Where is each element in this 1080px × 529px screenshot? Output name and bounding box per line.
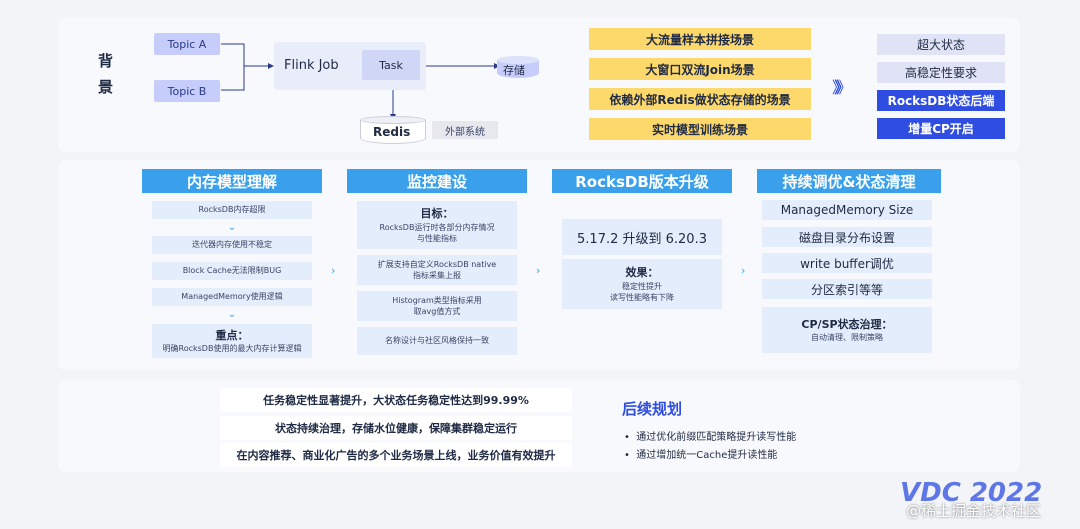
plan-item-1-text: 通过优化前缀匹配策略提升读写性能 — [636, 432, 797, 443]
memory-column-header: 内存模型理解 — [142, 169, 322, 193]
task-node: Task — [362, 50, 420, 80]
monitor-goal-title: 目标： — [420, 207, 454, 221]
monitor-item-1: 扩展支持自定义RocksDB native 指标采集上报 — [357, 255, 517, 285]
plan-title: 后续规划 — [622, 400, 683, 418]
scenario-3: 依赖外部Redis做状态存储的场景 — [589, 88, 811, 110]
storage-top — [497, 56, 539, 64]
redis-top — [360, 116, 426, 124]
task-label: Task — [379, 58, 403, 72]
watermark-text: @稀土掘金技术社区 — [906, 502, 1042, 520]
plan-item-1: • 通过优化前缀匹配策略提升读写性能 — [624, 428, 796, 443]
tuning-cp-title: CP/SP状态治理： — [801, 317, 893, 331]
arrow-right-icon: › — [536, 264, 541, 277]
chevron-arrows-icon: 》》》 — [832, 78, 852, 97]
bullet-icon: • — [624, 450, 637, 461]
upgrade-effect-text: 稳定性提升 读写性能略有下降 — [610, 281, 674, 302]
monitor-item-3: 名称设计与社区风格保持一致 — [357, 327, 517, 355]
result-3: 在内容推荐、商业化广告的多个业务场景上线，业务价值有效提升 — [220, 443, 572, 467]
chevron-down-icon: ⌄ — [227, 308, 237, 320]
redis-label: Redis — [373, 125, 411, 139]
storage-body — [497, 60, 539, 78]
result-1: 任务稳定性显著提升，大状态任务稳定性达到99.99% — [220, 388, 572, 412]
storage-label: 存储 — [503, 64, 525, 77]
storage-node: 存储 — [497, 56, 539, 80]
redis-node: Redis — [360, 116, 426, 144]
memory-item-3: Block Cache无法限制BUG — [152, 262, 312, 280]
memory-item-4: ManagedMemory使用逻辑 — [152, 288, 312, 306]
tuning-column-header: 持续调优&状态清理 — [757, 169, 941, 193]
chevron-down-icon: ⌄ — [227, 221, 237, 233]
scenario-2: 大窗口双流Join场景 — [589, 58, 811, 80]
flink-job-label: Flink Job — [284, 58, 339, 73]
upgrade-version-card: 5.17.2 升级到 6.20.3 — [562, 219, 722, 255]
monitor-goal-card: 目标： RocksDB运行时各部分内存情况 与性能指标 — [357, 201, 517, 249]
monitor-column-header: 监控建设 — [347, 169, 527, 193]
vdc-logo: VDC 2022 — [900, 478, 1043, 508]
tuning-cp-card: CP/SP状态治理： 自动清理、限制策略 — [762, 307, 932, 353]
topic-a-node: Topic A — [154, 33, 220, 55]
memory-key-title: 重点： — [215, 328, 249, 342]
memory-key-text: 明确RocksDB使用的最大内存计算逻辑 — [162, 344, 302, 354]
monitor-item-2: Histogram类型指标采用 取avg值方式 — [357, 291, 517, 321]
plan-item-2: • 通过增加统一Cache提升读性能 — [624, 446, 777, 461]
background-label: 背 景 — [98, 52, 114, 96]
external-system-tag: 外部系统 — [432, 121, 498, 139]
tuning-item-2: 磁盘目录分布设置 — [762, 227, 932, 247]
plan-item-2-text: 通过增加统一Cache提升读性能 — [636, 450, 778, 461]
scenario-1: 大流量样本拼接场景 — [589, 28, 811, 50]
arrow-right-icon: › — [331, 264, 336, 277]
memory-key-card: 重点： 明确RocksDB使用的最大内存计算逻辑 — [152, 324, 312, 358]
arrow-right-icon: › — [741, 264, 746, 277]
requirement-4: 增量CP开启 — [877, 118, 1005, 139]
scenario-4: 实时模型训练场景 — [589, 118, 811, 140]
requirement-3: RocksDB状态后端 — [877, 90, 1005, 111]
upgrade-effect-title: 效果： — [625, 266, 659, 280]
tuning-item-1: ManagedMemory Size — [762, 200, 932, 220]
topic-b-node: Topic B — [154, 80, 220, 102]
memory-item-1: RocksDB内存超限 — [152, 201, 312, 219]
monitor-goal-text: RocksDB运行时各部分内存情况 与性能指标 — [379, 222, 495, 243]
requirement-2: 高稳定性要求 — [877, 62, 1005, 83]
upgrade-effect-card: 效果： 稳定性提升 读写性能略有下降 — [562, 259, 722, 309]
tuning-item-4: 分区索引等等 — [762, 279, 932, 299]
upgrade-column-header: RocksDB版本升级 — [552, 169, 732, 193]
memory-item-2: 迭代器内存使用不稳定 — [152, 236, 312, 254]
result-2: 状态持续治理，存储水位健康，保障集群稳定运行 — [220, 416, 572, 440]
requirement-1: 超大状态 — [877, 34, 1005, 55]
tuning-cp-text: 自动清理、限制策略 — [811, 333, 883, 343]
tuning-item-3: write buffer调优 — [762, 253, 932, 273]
flink-job-node: Flink Job Task — [274, 42, 426, 90]
bullet-icon: • — [624, 432, 637, 443]
